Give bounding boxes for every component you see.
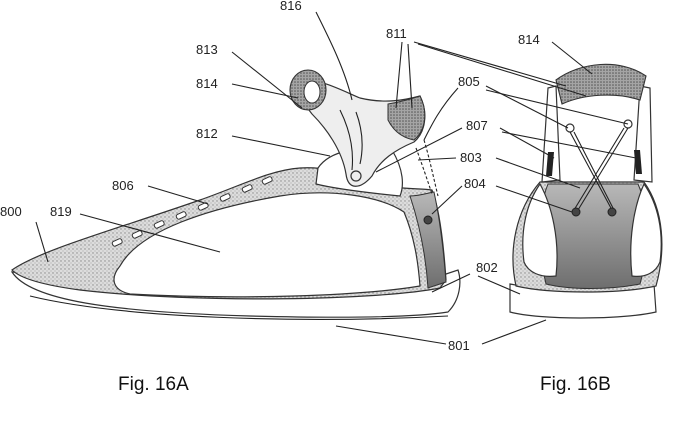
caption-fig-16b: Fig. 16B bbox=[540, 374, 611, 395]
label-813: 813 bbox=[196, 42, 218, 57]
label-805: 805 bbox=[458, 74, 480, 89]
rear-rivet-right bbox=[607, 207, 617, 217]
rear-tab-left bbox=[546, 152, 554, 176]
label-801: 801 bbox=[448, 338, 470, 353]
rear-tab-right bbox=[634, 150, 642, 174]
rear-left-strap bbox=[541, 85, 561, 183]
strap-ring bbox=[350, 170, 362, 182]
label-816: 816 bbox=[280, 0, 302, 13]
side-panel bbox=[113, 192, 421, 298]
lace-eyelets bbox=[111, 176, 273, 247]
loop-hole bbox=[303, 80, 321, 104]
sole-bottom-edge bbox=[29, 295, 449, 320]
caption-fig-16a: Fig. 16A bbox=[118, 374, 189, 395]
label-804: 804 bbox=[464, 176, 486, 191]
rear-right-cutout bbox=[630, 182, 662, 277]
label-800: 800 bbox=[0, 204, 22, 219]
strap-panel bbox=[387, 95, 426, 141]
shoe-side-view bbox=[10, 69, 461, 320]
heel-counter bbox=[409, 191, 447, 289]
heel-rivet bbox=[423, 215, 433, 225]
label-806: 806 bbox=[112, 178, 134, 193]
label-811: 811 bbox=[386, 26, 407, 41]
label-812: 812 bbox=[196, 126, 218, 141]
shoe-rear-view bbox=[509, 63, 663, 319]
label-814-right: 814 bbox=[518, 32, 540, 47]
label-819: 819 bbox=[50, 204, 72, 219]
rear-rivet-left bbox=[571, 207, 581, 217]
rear-left-cutout bbox=[522, 182, 558, 277]
label-814-left: 814 bbox=[196, 76, 218, 91]
label-803: 803 bbox=[460, 150, 482, 165]
leader-lines bbox=[35, 11, 637, 345]
reference-numerals: 816 811 814 814 813 805 807 812 803 806 … bbox=[0, 0, 540, 353]
label-807: 807 bbox=[466, 118, 488, 133]
label-802: 802 bbox=[476, 260, 498, 275]
rear-loop-band bbox=[555, 63, 647, 105]
